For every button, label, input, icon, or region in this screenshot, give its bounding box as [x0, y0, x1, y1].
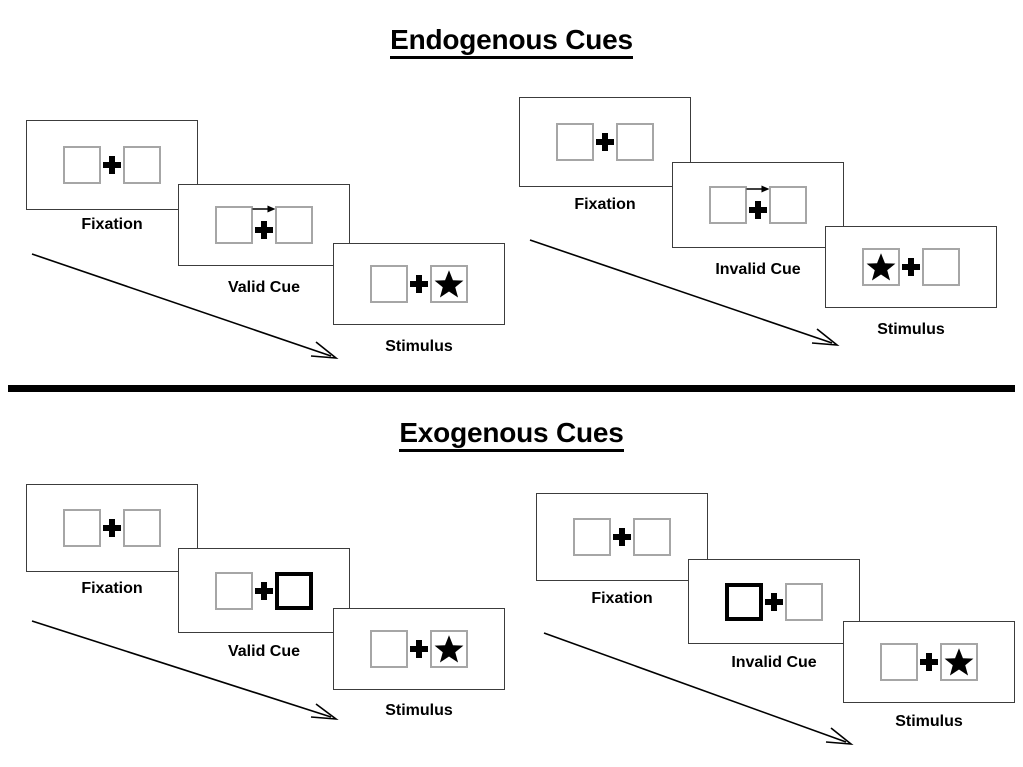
frame-content — [215, 205, 313, 244]
frame-content — [709, 185, 807, 224]
stim-box-right — [769, 186, 807, 224]
plus-icon — [103, 156, 121, 174]
frame-label-endogenous-valid-stimulus: Stimulus — [385, 338, 453, 355]
center-gap — [101, 509, 123, 547]
center-gap — [594, 123, 616, 161]
arrow-right-icon — [746, 185, 770, 194]
frame-exogenous-invalid-stimulus — [843, 621, 1015, 703]
stim-box-right — [275, 206, 313, 244]
section-title-exogenous-text: Exogenous Cues — [399, 417, 624, 452]
frame-label-endogenous-valid-fixation: Fixation — [81, 216, 143, 233]
stim-box-right — [430, 630, 468, 668]
frame-label-endogenous-invalid-stimulus: Stimulus — [877, 321, 945, 338]
frame-endogenous-invalid-fixation — [519, 97, 691, 187]
frame-content — [370, 265, 468, 303]
stim-box-left — [370, 265, 408, 303]
frame-content — [63, 509, 161, 547]
stim-box-left-cued — [725, 582, 763, 621]
arrow-right-icon — [252, 205, 276, 214]
center-gap — [408, 630, 430, 668]
frame-content — [556, 123, 654, 161]
center-gap — [101, 146, 123, 184]
frame-content — [862, 248, 960, 286]
stim-box-right — [616, 123, 654, 161]
stim-box-right — [922, 248, 960, 286]
frame-content — [370, 630, 468, 668]
stim-box-left — [215, 571, 253, 610]
center-gap — [408, 265, 430, 303]
stim-box-left — [709, 186, 747, 224]
frame-label-exogenous-invalid-cue: Invalid Cue — [731, 654, 817, 671]
star-icon — [866, 253, 896, 281]
center-gap — [900, 248, 922, 286]
stim-box-right — [123, 509, 161, 547]
plus-icon — [103, 519, 121, 537]
frame-label-exogenous-invalid-fixation: Fixation — [591, 590, 653, 607]
frame-exogenous-invalid-cue — [688, 559, 860, 644]
stim-box-left — [370, 630, 408, 668]
time-flow-arrow-icon-endogenous-invalid — [526, 236, 846, 351]
stim-box-right — [633, 518, 671, 556]
plus-icon — [613, 528, 631, 546]
frame-content — [573, 518, 671, 556]
plus-icon — [410, 640, 428, 658]
frame-label-exogenous-valid-stimulus: Stimulus — [385, 702, 453, 719]
stim-box-left — [63, 146, 101, 184]
stim-box-left — [556, 123, 594, 161]
plus-icon — [765, 592, 783, 611]
section-divider — [8, 385, 1015, 392]
frame-label-endogenous-invalid-cue: Invalid Cue — [715, 261, 801, 278]
frame-endogenous-invalid-cue — [672, 162, 844, 248]
stim-box-right — [785, 582, 823, 621]
center-gap — [252, 205, 276, 244]
frame-exogenous-valid-cue — [178, 548, 350, 633]
plus-icon — [255, 581, 273, 600]
stim-box-right — [940, 643, 978, 681]
time-flow-arrow-icon-exogenous-invalid — [540, 629, 860, 754]
frame-content — [725, 582, 823, 621]
stim-box-left — [573, 518, 611, 556]
frame-content — [880, 643, 978, 681]
frame-endogenous-valid-cue — [178, 184, 350, 266]
section-title-endogenous-text: Endogenous Cues — [390, 24, 633, 59]
section-title-endogenous: Endogenous Cues — [0, 24, 1023, 59]
plus-icon — [902, 258, 920, 276]
frame-label-endogenous-valid-cue: Valid Cue — [227, 279, 301, 296]
stim-box-left — [215, 206, 253, 244]
section-title-exogenous: Exogenous Cues — [0, 417, 1023, 452]
frame-exogenous-invalid-fixation — [536, 493, 708, 581]
frame-content — [63, 146, 161, 184]
frame-label-exogenous-valid-fixation: Fixation — [81, 580, 143, 597]
frame-label-endogenous-invalid-fixation: Fixation — [574, 196, 636, 213]
stim-box-left — [862, 248, 900, 286]
stim-box-right — [430, 265, 468, 303]
star-icon — [944, 648, 974, 676]
star-icon — [434, 270, 464, 298]
stim-box-right-cued — [275, 571, 313, 610]
stim-box-right — [123, 146, 161, 184]
plus-icon — [596, 133, 614, 151]
frame-label-exogenous-valid-cue: Valid Cue — [227, 643, 301, 660]
plus-icon — [920, 653, 938, 671]
frame-exogenous-valid-fixation — [26, 484, 198, 572]
center-gap — [253, 572, 275, 610]
plus-icon — [410, 275, 428, 293]
frame-exogenous-valid-stimulus — [333, 608, 505, 690]
frame-endogenous-invalid-stimulus — [825, 226, 997, 308]
stim-box-left — [63, 509, 101, 547]
star-icon — [434, 635, 464, 663]
center-gap — [918, 643, 940, 681]
center-gap — [611, 518, 633, 556]
center-gap — [746, 185, 770, 224]
plus-icon — [749, 200, 767, 219]
center-gap — [763, 583, 785, 621]
frame-label-exogenous-invalid-stimulus: Stimulus — [895, 713, 963, 730]
stim-box-left — [880, 643, 918, 681]
plus-icon — [255, 220, 273, 239]
frame-content — [215, 571, 313, 610]
frame-endogenous-valid-stimulus — [333, 243, 505, 325]
time-flow-arrow-icon-exogenous-valid — [28, 617, 343, 727]
frame-endogenous-valid-fixation — [26, 120, 198, 210]
time-flow-arrow-icon-endogenous-valid — [28, 250, 343, 365]
